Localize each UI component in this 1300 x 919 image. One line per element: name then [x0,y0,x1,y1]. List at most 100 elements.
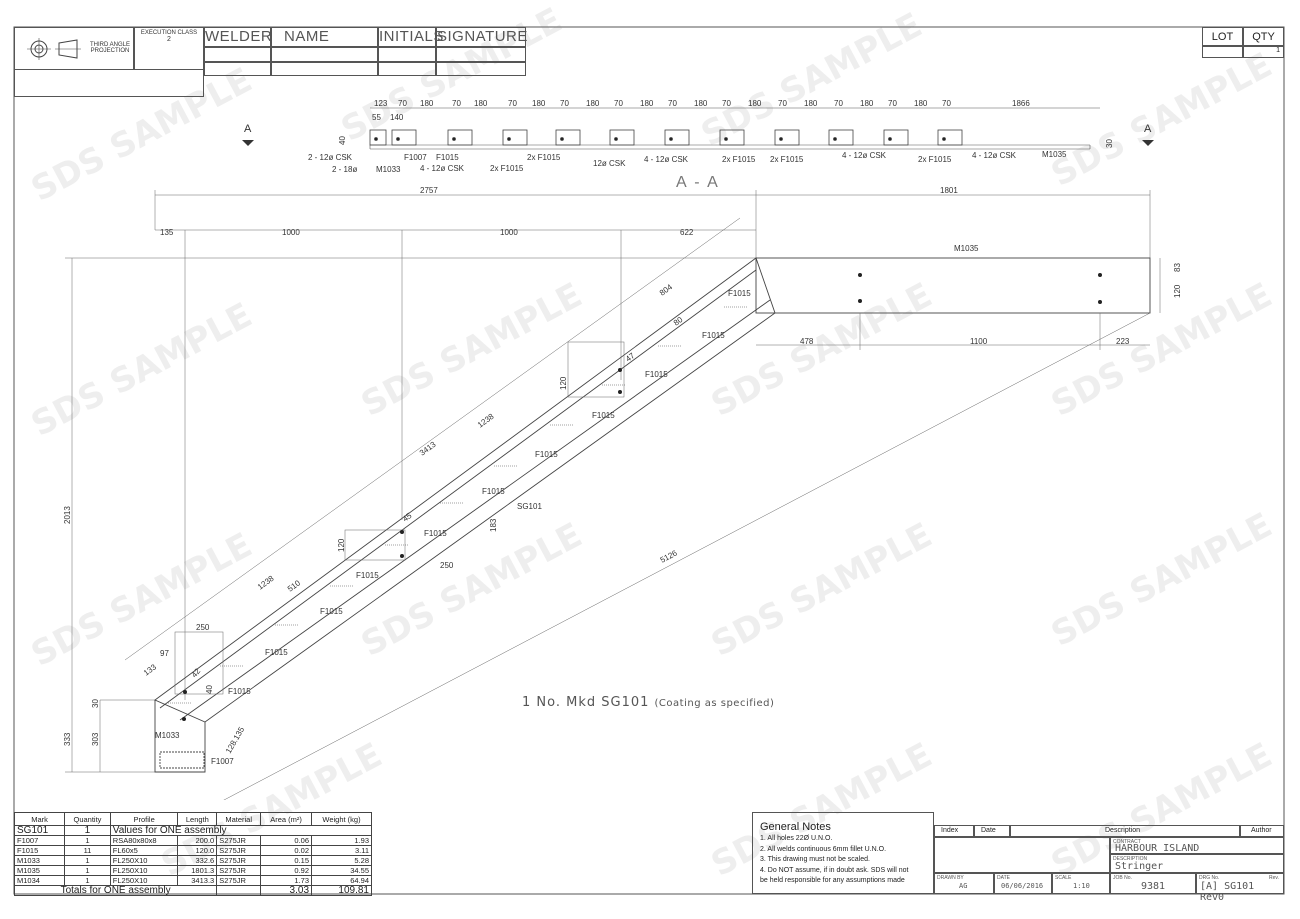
date-value: 06/06/2016 [1001,882,1044,890]
drg-label: DRG No. [1199,875,1220,881]
table-cell: 5.28 [311,855,372,866]
mark-label: F1015 [356,571,379,580]
mark-label: F1015 [702,331,725,340]
col-length: Length [177,812,218,826]
table-cell: 200.0 [177,835,218,846]
date-label: Date [981,827,996,834]
dim-sub: 140 [390,113,404,122]
callout: M1035 [1042,150,1067,159]
dim-detail: 183 [489,518,498,532]
callout: F1007 [404,153,427,162]
dim-detail: 47 [624,351,637,364]
cleat-plate [719,129,745,146]
assembly-note: Values for ONE assembly [109,825,373,836]
mark-label: F1015 [265,648,288,657]
drg-value: [A] SG101 Rev0 [1200,881,1255,903]
mark-label: F1015 [424,529,447,538]
dim-hole: 1000 [282,228,300,237]
description-value: Stringer [1115,861,1164,872]
scale-label: SCALE [1055,875,1072,881]
callout: 2x F1015 [918,155,952,164]
dim-hole: 622 [680,228,694,237]
dim-top: 180 [694,99,708,108]
dim-detail: 133 [142,662,159,677]
section-label: A - A [676,174,720,191]
dim-top: 70 [888,99,897,108]
mark-label: F1015 [320,607,343,616]
table-cell: 1 [64,875,111,886]
note-item: 2. All welds continuous 6mm fillet U.N.O… [760,845,887,853]
note-item: 1. All holes 22Ø U.N.O. [760,835,833,842]
bolt-hole [942,137,946,141]
hole [183,690,187,694]
col-area: Area (m²) [260,812,313,826]
table-cell: 64.94 [311,875,372,886]
dim-side: 30 [1105,139,1114,148]
notes-frame [752,812,934,894]
welder-header: WELDER [205,28,273,45]
table-cell: F1007 [13,835,66,846]
assembly-caption: 1 No. Mkd SG101 (Coating as specified) [522,695,774,710]
initials-field[interactable] [378,47,436,62]
dim-top: 180 [474,99,488,108]
table-cell: M1035 [13,865,66,876]
hole [858,299,862,303]
assembly-qty: 1 [64,825,111,836]
table-cell: F1015 [13,845,66,856]
table-cell: S275JR [216,865,262,876]
totals-row: Totals for ONE assembly 3.03 109.81 [13,885,372,896]
bolt-hole [669,137,673,141]
callout: 2x F1015 [722,155,756,164]
dim-top: 180 [420,99,434,108]
table-cell: FL250X10 [109,865,179,876]
welder-field[interactable] [204,47,271,62]
table-cell: M1033 [13,855,66,866]
dim-right: 1100 [970,337,988,346]
dim-detail: 80 [672,315,685,328]
job-number-field: JOB No. 9381 [1110,873,1196,894]
dim-top: 1866 [1012,99,1030,108]
col-profile: Profile [109,812,179,826]
execution-class-label: EXECUTION CLASS [140,30,198,36]
cleat-plate [369,129,387,146]
section-cut-marker-right: A [1144,123,1152,135]
table-cell: 1 [64,855,111,866]
mark-label: F1015 [228,687,251,696]
mark-label: F1015 [592,411,615,420]
qty-value: 1 [1243,46,1284,58]
contract-field: CONTRACT HARBOUR ISLAND [1110,837,1284,854]
initials-header: INITIALS [379,28,444,45]
callout: 2x F1015 [490,164,524,173]
name-field[interactable] [271,47,378,62]
cleat-plate [937,129,963,146]
bolt-hole [396,137,400,141]
hole [182,717,186,721]
general-notes: General Notes 1. All holes 22Ø U.N.O. 2.… [760,820,932,887]
dim-top: 180 [804,99,818,108]
table-cell: 0.02 [260,845,313,856]
dim-top: 180 [586,99,600,108]
dim-detail: 40 [205,685,214,694]
totals-label: Totals for ONE assembly [13,885,218,896]
col-weight: Weight (kg) [311,812,372,826]
signature-field[interactable] [436,47,526,62]
dim-detail: 128.135 [224,725,247,755]
dim-top: 70 [834,99,843,108]
dim-overall-right: 1801 [940,186,958,195]
bolt-hole [560,137,564,141]
dim-right: 478 [800,337,814,346]
dim-sub: 55 [372,113,381,122]
lot-qty-block: LOT QTY 1 [1202,27,1284,59]
bolt-hole [833,137,837,141]
col-mark: Mark [13,812,66,826]
dim-detail: 333 [63,732,72,746]
mark-label: F1015 [645,370,668,379]
table-cell: 0.92 [260,865,313,876]
dim-top: 180 [640,99,654,108]
cleat-plate [391,129,417,146]
dim-detail: 120 [337,538,346,552]
execution-class-value: 2 [167,36,171,43]
